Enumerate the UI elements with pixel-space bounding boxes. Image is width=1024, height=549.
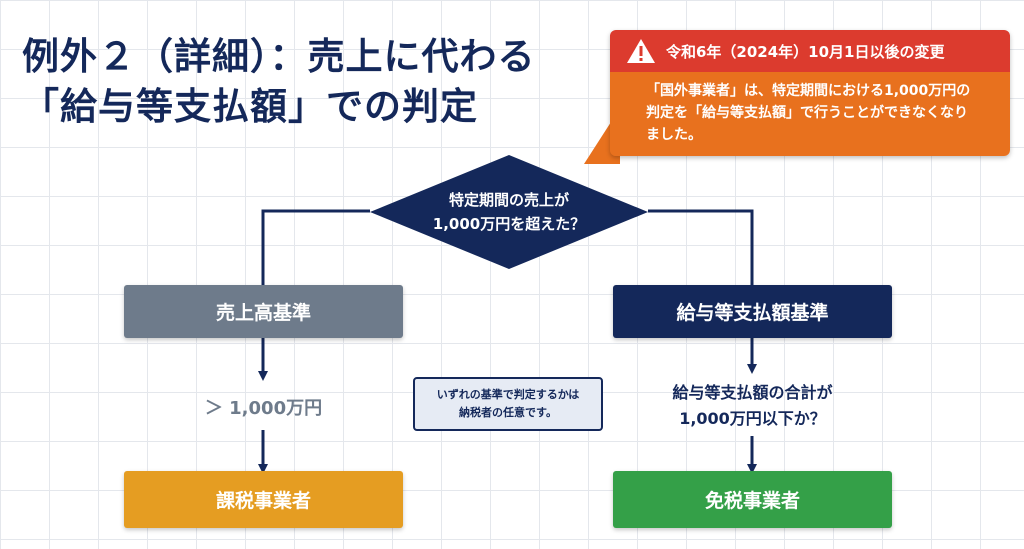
callout-header: 令和6年（2024年）10月1日以後の変更 (610, 30, 1010, 72)
payroll-basis-box: 給与等支払額基準 (613, 285, 892, 338)
connector-decision-to-sales (261, 209, 370, 285)
payroll-question-line-1: 給与等支払額の合計が (672, 383, 833, 402)
choice-note-line-2: 納税者の任意です。 (459, 406, 557, 419)
choice-note: いずれの基準で判定するかは 納税者の任意です。 (413, 377, 603, 431)
sales-threshold-text: ＞ 1,000万円 (204, 398, 323, 419)
decision-line-2: 1,000万円を超えた？ (432, 215, 586, 233)
callout-body: 「国外事業者」は、特定期間における1,000万円の 判定を「給与等支払額」で行う… (610, 72, 1010, 156)
decision-line-1: 特定期間の売上が (448, 191, 569, 209)
payroll-question-line-2: 1,000万円以下か？ (679, 409, 826, 428)
connector-decision-to-payroll (648, 209, 754, 285)
warning-icon (626, 38, 656, 64)
callout-body-line-1: 「国外事業者」は、特定期間における1,000万円の (646, 83, 971, 99)
callout-body-line-3: ました。 (646, 127, 702, 143)
page-title: 例外２（詳細）：売上に代わる 「給与等支払額」での判定 (22, 32, 536, 132)
callout-heading: 令和6年（2024年）10月1日以後の変更 (666, 42, 945, 61)
sales-basis-box: 売上高基準 (124, 285, 403, 338)
payroll-question: 給与等支払額の合計が 1,000万円以下か？ (600, 380, 905, 432)
page-title-line-1: 例外２（詳細）：売上に代わる (22, 35, 536, 78)
callout-body-line-2: 判定を「給与等支払額」で行うことができなくなり (646, 105, 968, 121)
change-notice-callout: 令和6年（2024年）10月1日以後の変更 「国外事業者」は、特定期間における1… (610, 30, 1010, 156)
taxable-business-box: 課税事業者 (124, 471, 403, 528)
decision-text: 特定期間の売上が 1,000万円を超えた？ (380, 188, 638, 236)
decision-diamond (370, 155, 648, 269)
page-title-line-2: 「給与等支払額」での判定 (22, 85, 478, 128)
exempt-business-box: 免税事業者 (613, 471, 892, 528)
choice-note-line-1: いずれの基準で判定するかは (436, 388, 580, 401)
